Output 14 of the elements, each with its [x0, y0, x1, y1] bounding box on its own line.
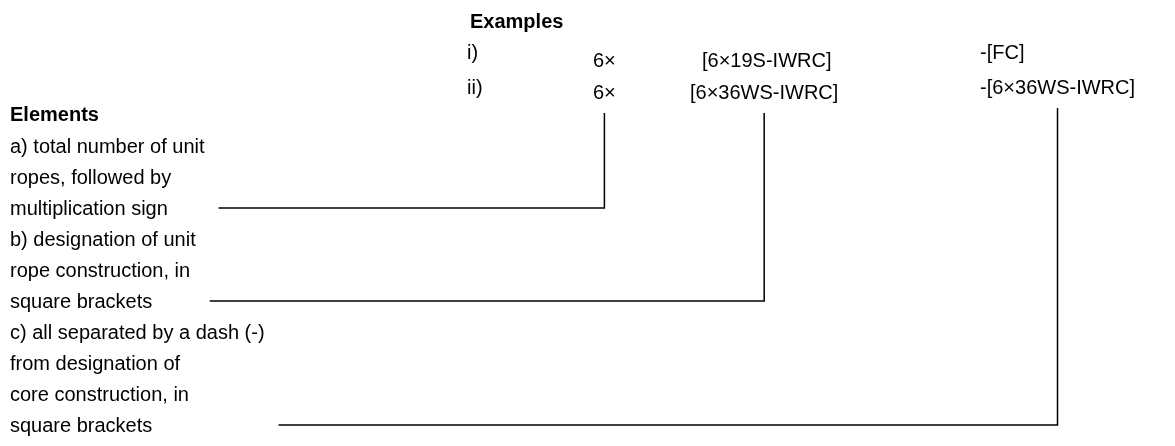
rope-designation: -[FC] [980, 40, 1025, 64]
rope-designation: -[6×36WS-IWRC] [980, 75, 1136, 108]
example-index: i) [467, 40, 479, 64]
example-index: ii) [467, 75, 483, 99]
element-description: c) all separated by a dash (-) from designation of core construction, in square brackets [10, 317, 265, 441]
rope-designation: 6× [593, 48, 616, 72]
rope-designation: [6×36WS-IWRC] [690, 80, 839, 113]
rope-designation: [6×19S-IWRC] [702, 48, 832, 72]
leader-line [277, 107, 1059, 426]
section-heading: Elements [10, 102, 99, 126]
leader-line [208, 112, 765, 302]
rope-designation: 6× [593, 80, 616, 113]
leader-line [217, 112, 606, 209]
section-heading: Examples [470, 9, 564, 33]
